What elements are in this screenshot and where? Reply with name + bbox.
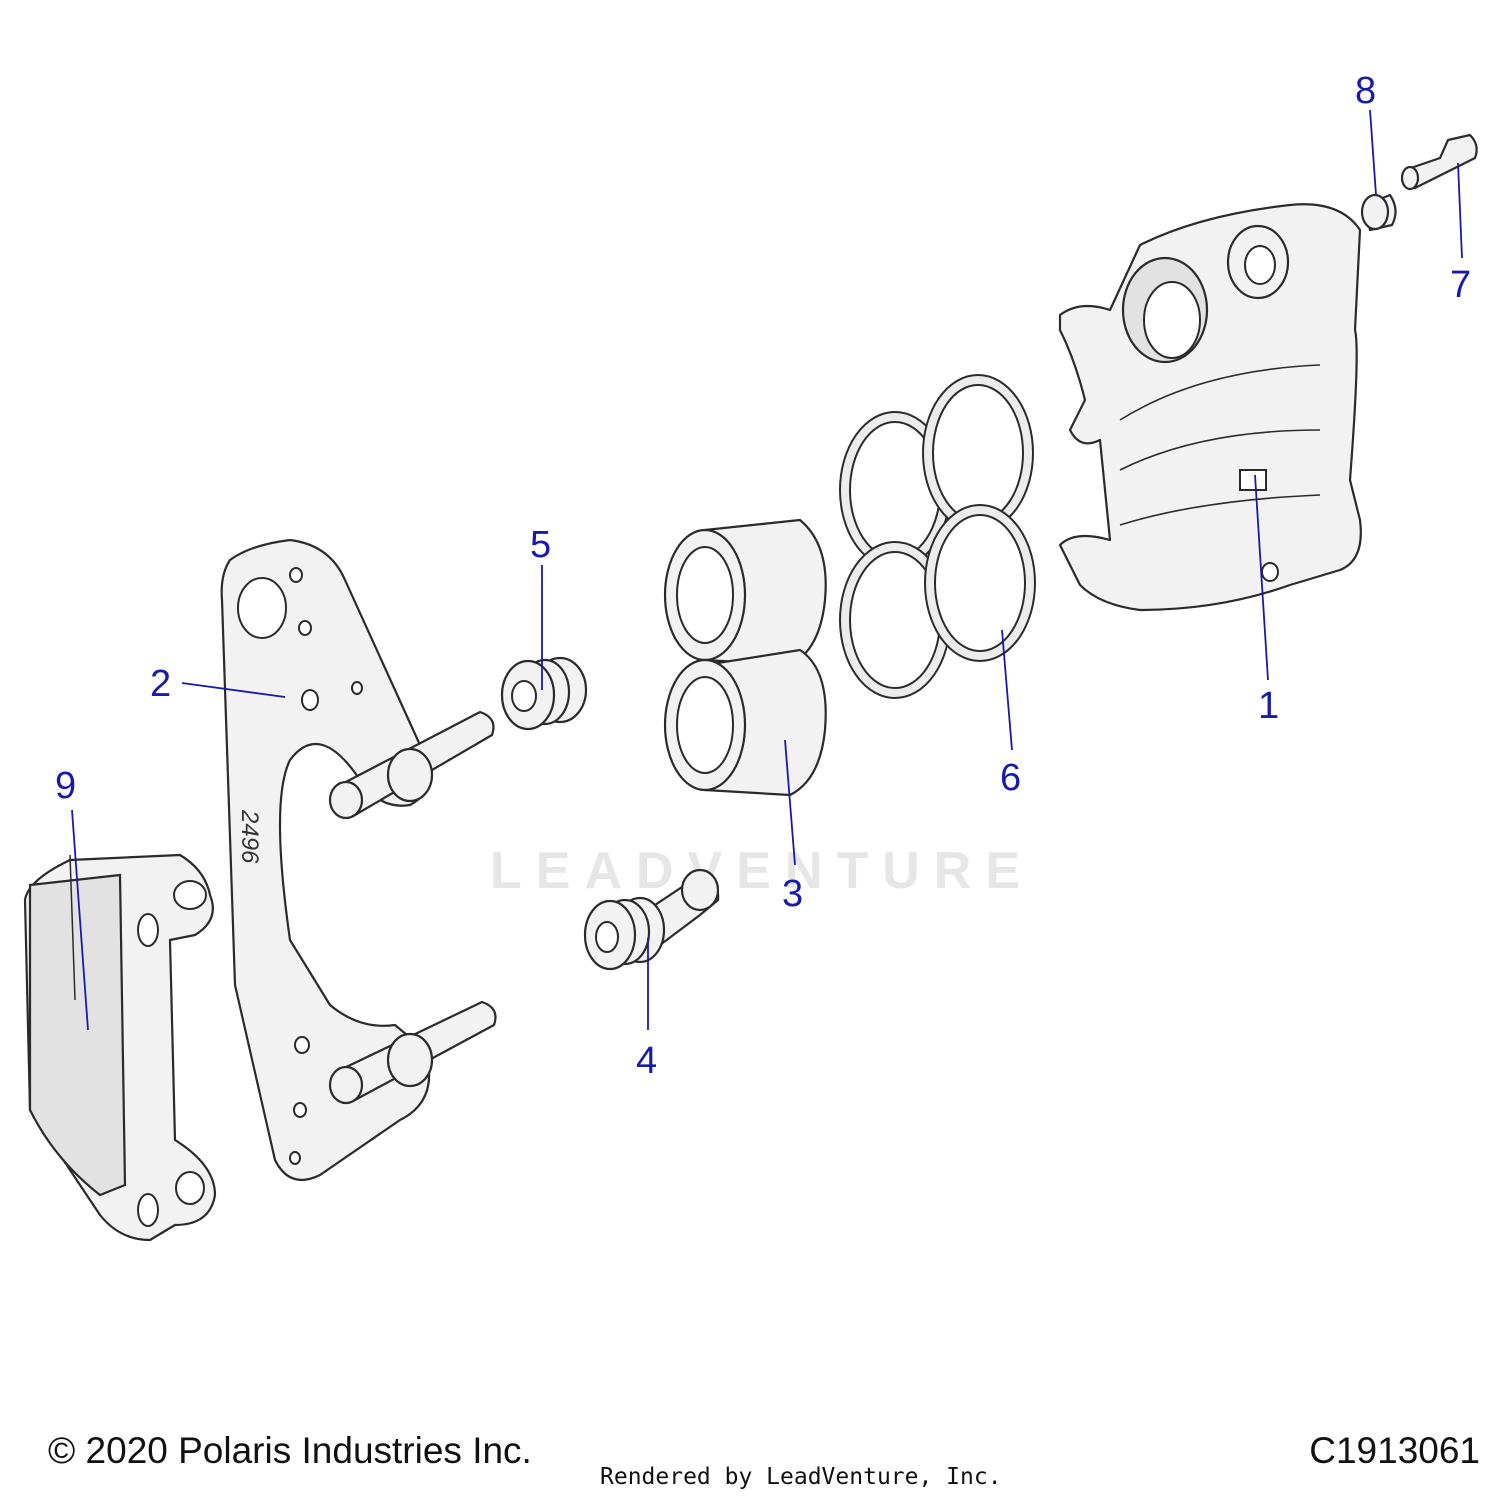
leader-line-6 xyxy=(1001,629,1013,751)
part-3-pistons[interactable] xyxy=(663,518,827,797)
callout-8[interactable]: 8 xyxy=(1355,70,1376,112)
callout-4[interactable]: 4 xyxy=(636,1040,657,1082)
bracket-stamp-2496: 2496 xyxy=(236,809,263,864)
copyright-text: © 2020 Polaris Industries Inc. xyxy=(48,1430,532,1471)
leader-line-9 xyxy=(71,809,89,1031)
rendered-by-text: Rendered by LeadVenture, Inc. xyxy=(600,1464,1002,1490)
part-6-seals[interactable] xyxy=(839,374,1036,699)
callout-9[interactable]: 9 xyxy=(55,765,76,807)
callout-3[interactable]: 3 xyxy=(782,873,803,915)
callout-5[interactable]: 5 xyxy=(530,524,551,566)
part-4-guide-pin[interactable] xyxy=(583,868,720,971)
leader-line-1 xyxy=(1254,474,1269,681)
callout-1[interactable]: 1 xyxy=(1258,685,1279,727)
part-8-bleeder-cap[interactable] xyxy=(1360,193,1397,232)
leader-line-3 xyxy=(784,739,796,866)
callout-6[interactable]: 6 xyxy=(1000,757,1021,799)
part-7-bleeder-screw[interactable] xyxy=(1400,133,1478,191)
part-5-boot[interactable] xyxy=(500,656,588,731)
leader-line-2 xyxy=(181,682,286,698)
leader-line-7 xyxy=(1457,162,1463,259)
leader-line-8 xyxy=(1369,109,1377,196)
part-2-caliper-bracket[interactable]: 2496 xyxy=(220,538,497,1182)
watermark-text: LEADVENTURE xyxy=(490,842,1034,900)
part-9-brake-pad[interactable] xyxy=(23,853,217,1242)
part-1-caliper-body[interactable] xyxy=(1058,203,1362,612)
callout-2[interactable]: 2 xyxy=(150,663,171,705)
diagram-code: C1913061 xyxy=(1309,1430,1480,1471)
callout-7[interactable]: 7 xyxy=(1450,264,1471,306)
